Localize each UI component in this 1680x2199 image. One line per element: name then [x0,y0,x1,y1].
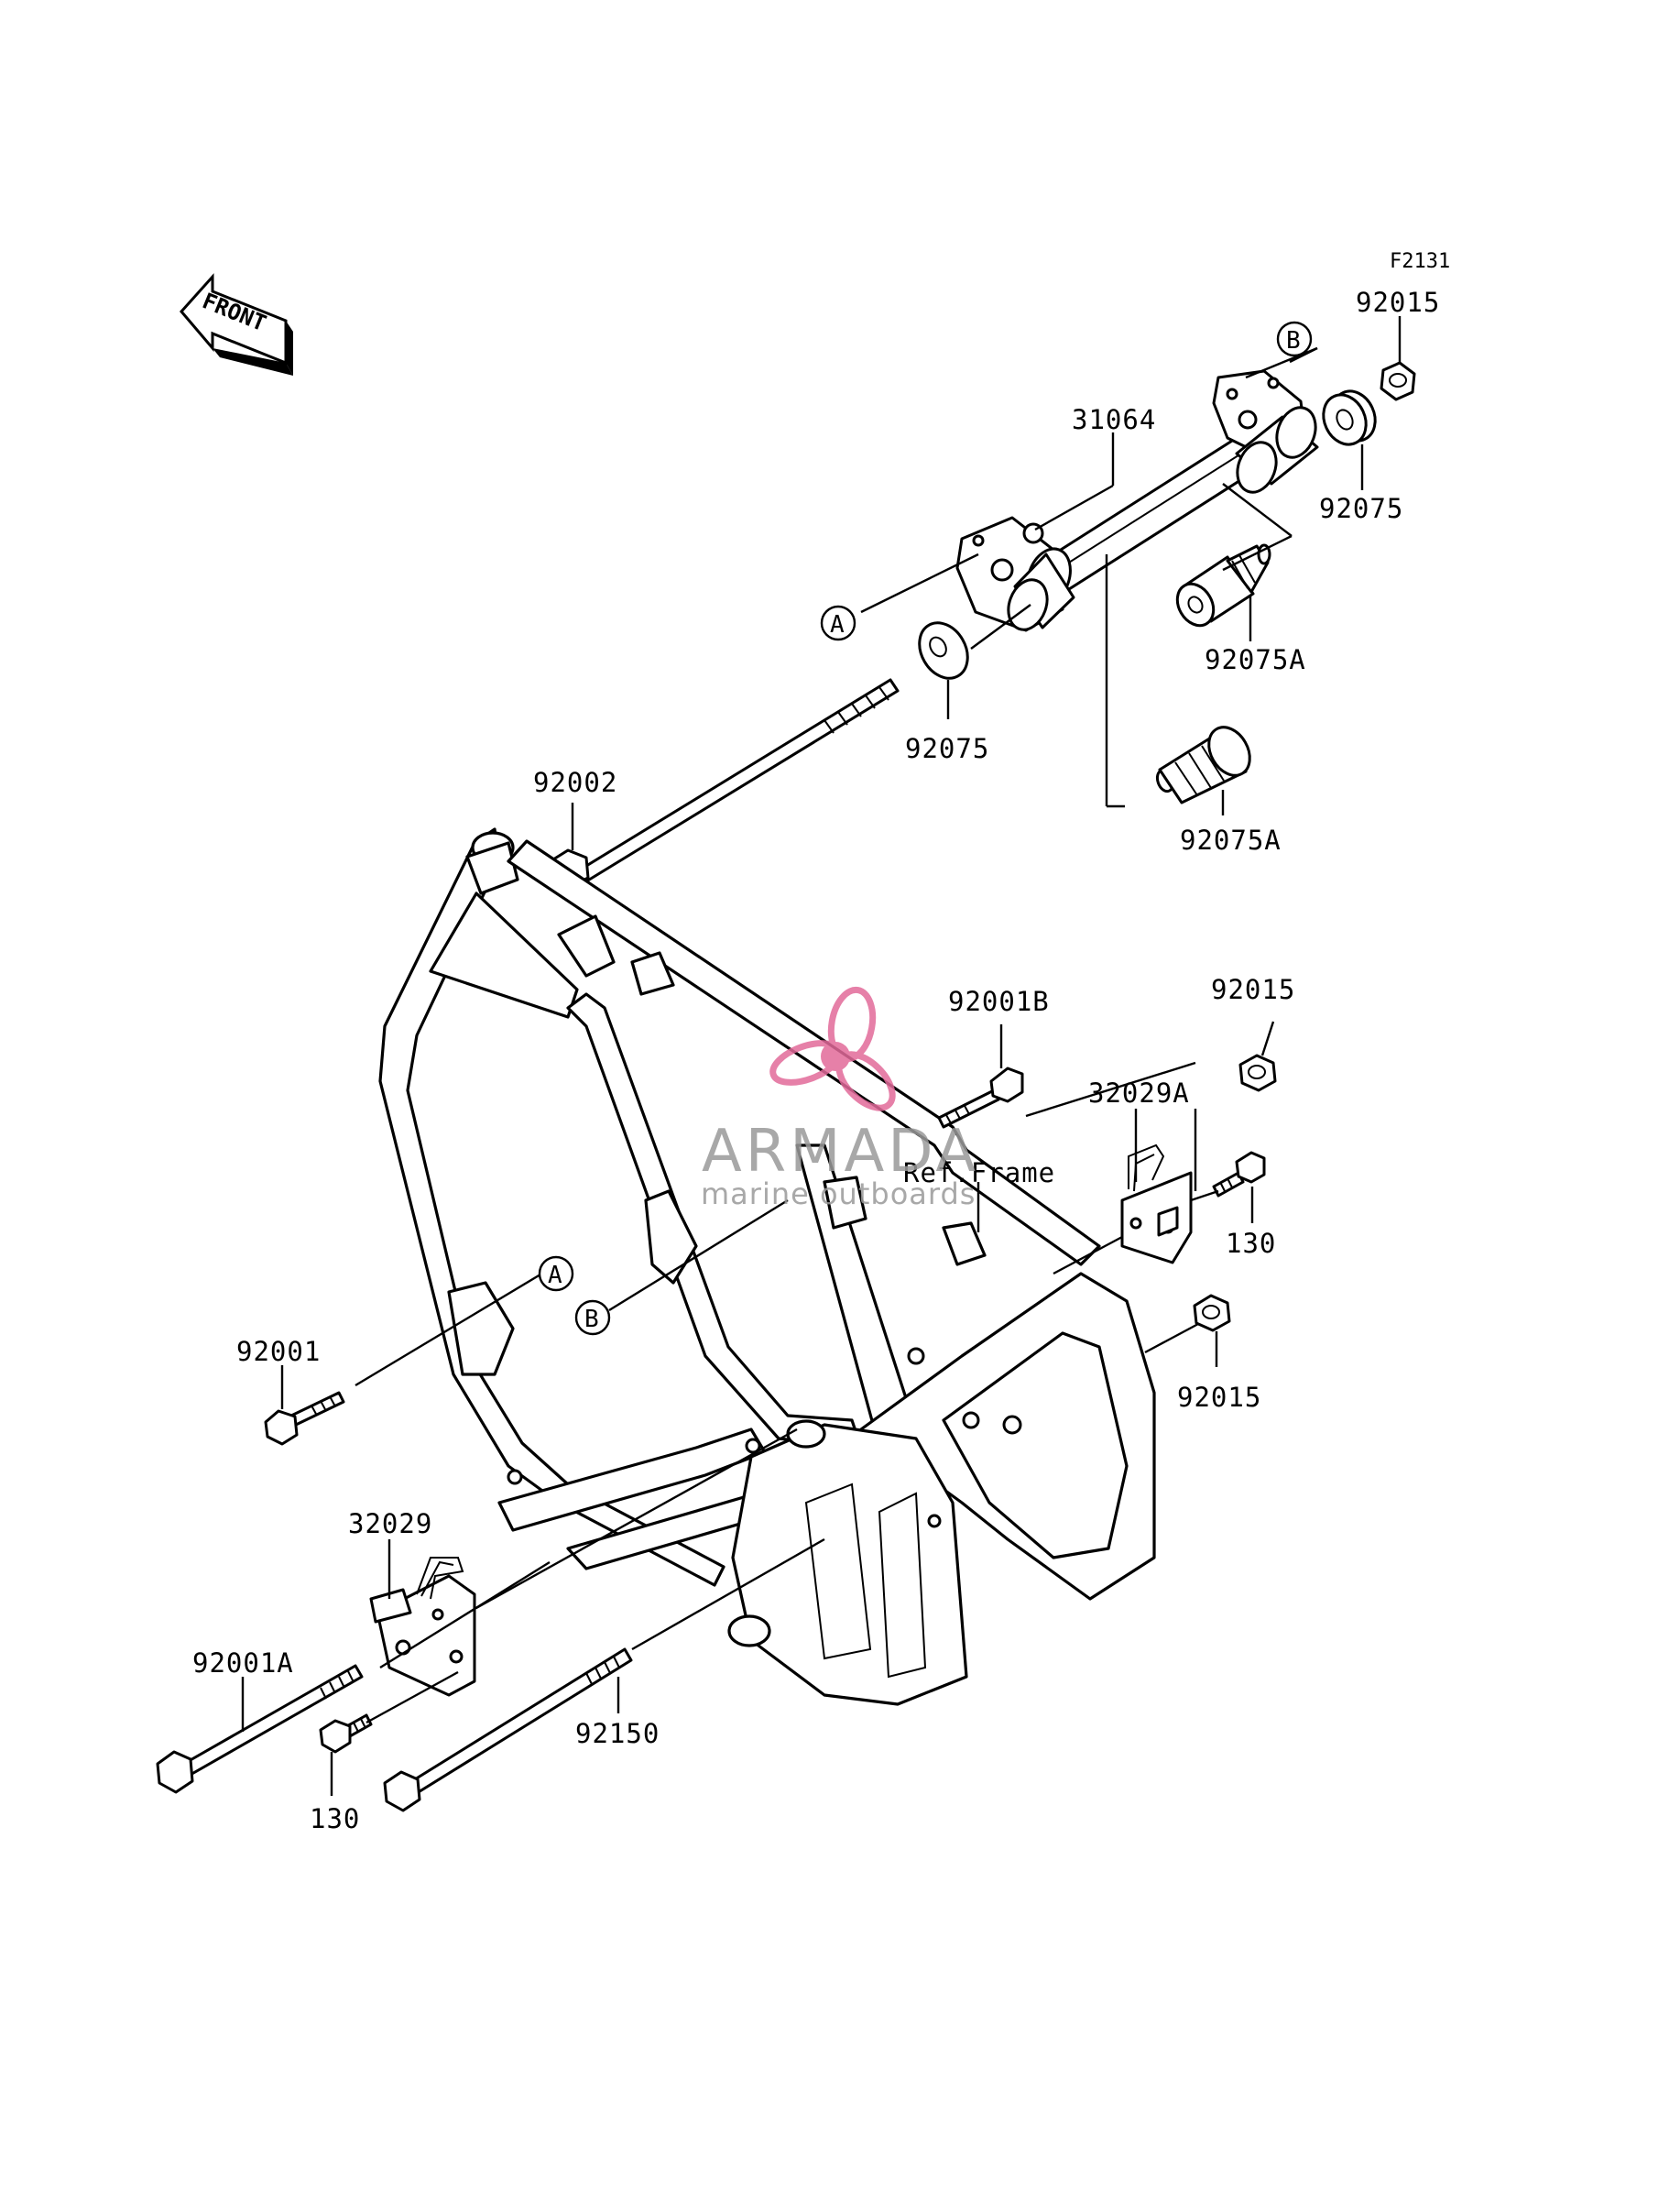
propeller-logo-icon [769,986,896,1111]
nut-92015-top [1380,361,1416,401]
label-31064: 31064 [1072,404,1156,435]
watermark-tagline: marine outboards [701,1176,976,1211]
motorcycle-frame [378,827,1156,1706]
callout-a-top: A [820,605,856,641]
watermark: ARMADA marine outboards [701,986,979,1211]
label-130-left: 130 [310,1803,360,1834]
callout-a-frame: A [538,1255,574,1292]
engine-mount-bracket-31064 [955,369,1319,632]
nut-92015-mid [1238,1054,1277,1092]
label-92002: 92002 [533,767,617,798]
label-92015-mid: 92015 [1211,974,1295,1005]
label-92015-top: 92015 [1356,287,1440,318]
svg-text:A: A [830,611,845,639]
bolt-92150 [383,1647,633,1812]
label-ref-frame: Ref.Frame [903,1157,1055,1188]
rubber-bushing-92075a-lower [1155,726,1251,804]
collar-92075-left [918,621,969,680]
front-arrow-icon: FRONT [180,273,293,376]
label-92075a-upper: 92075A [1205,644,1306,675]
callout-b-top: B [1276,321,1313,357]
leader-lines [241,316,1402,1796]
bracket-32029a [1120,1143,1193,1264]
collar-92075-right [1322,389,1377,446]
label-92150: 92150 [575,1718,660,1749]
watermark-brand: ARMADA [702,1118,979,1186]
bolt-92001b [937,1067,1024,1129]
bracket-32029 [369,1557,476,1697]
label-32029: 32029 [348,1508,432,1539]
svg-text:B: B [584,1306,600,1333]
bolt-130-right [1212,1151,1266,1198]
label-92015-low: 92015 [1177,1382,1261,1413]
rubber-bushing-92075a-upper [1175,543,1271,628]
label-92075-right: 92075 [1319,493,1403,524]
svg-text:B: B [1286,327,1302,355]
label-32029a: 32029A [1088,1078,1190,1109]
label-92075-left: 92075 [905,733,989,764]
figure-code: F2131 [1390,250,1450,273]
label-92001: 92001 [236,1336,321,1367]
label-130-right: 130 [1226,1228,1276,1259]
label-92001b: 92001B [948,986,1050,1017]
callout-b-frame: B [574,1299,611,1336]
nut-92015-low [1193,1294,1231,1332]
bolt-92001a [156,1664,364,1794]
bolt-130-left [319,1713,373,1754]
svg-text:A: A [548,1262,563,1289]
label-92001a: 92001A [192,1647,294,1679]
bolt-92001 [264,1391,345,1446]
label-92075a-lower: 92075A [1180,825,1282,856]
